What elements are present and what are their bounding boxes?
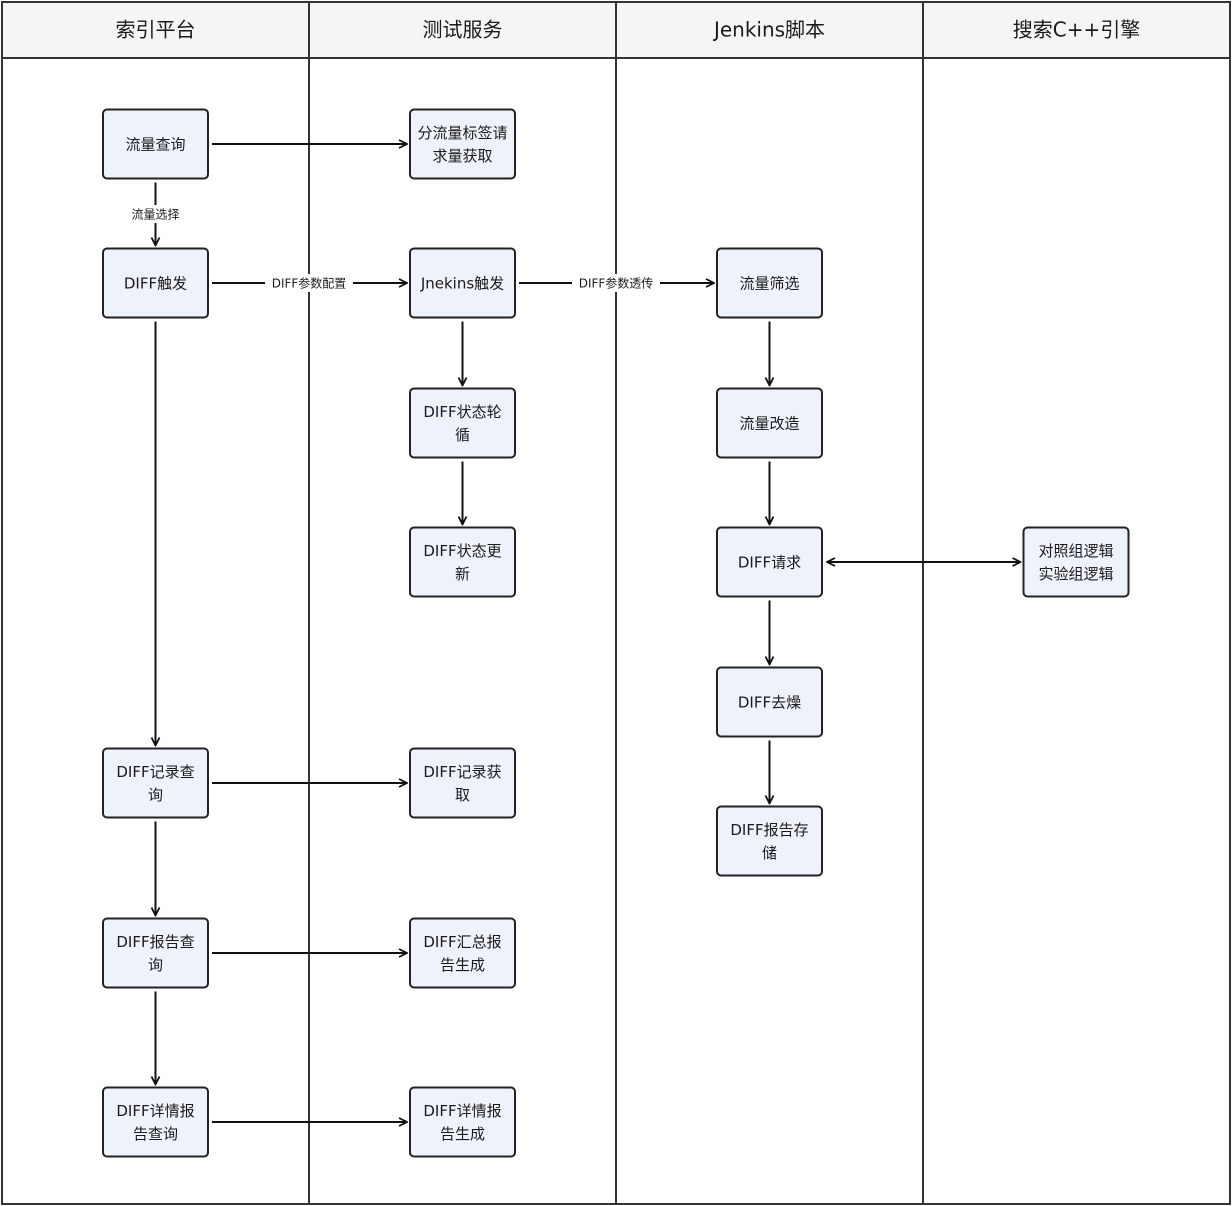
node-label: 流量查询 bbox=[125, 136, 185, 154]
node-label: 求量获取 bbox=[432, 147, 492, 165]
node-label: DIFF记录获 bbox=[423, 763, 501, 781]
edge-jnekins-trigger-to-traffic-filter: DIFF参数透传 bbox=[519, 274, 714, 292]
lane-title-jenkins: Jenkins脚本 bbox=[712, 18, 825, 42]
node-box bbox=[102, 1086, 209, 1158]
node-box bbox=[716, 247, 823, 319]
node-label: 对照组逻辑 bbox=[1038, 542, 1113, 560]
node-label: 取 bbox=[455, 786, 470, 804]
node-label: 新 bbox=[455, 565, 470, 583]
edge-label-bg bbox=[572, 274, 660, 292]
node-label: DIFF去燥 bbox=[738, 694, 801, 712]
edge-traffic-query-to-diff-trigger: 流量选择 bbox=[131, 182, 180, 246]
node-label: DIFF报告存 bbox=[730, 821, 808, 839]
node-box bbox=[409, 387, 516, 459]
node-label: 告生成 bbox=[440, 956, 485, 974]
node-label: 流量筛选 bbox=[739, 275, 799, 293]
node-box bbox=[102, 917, 209, 989]
node-box bbox=[409, 526, 516, 598]
lane-title-test: 测试服务 bbox=[423, 18, 503, 42]
node-box bbox=[409, 747, 516, 819]
edge-diff-trigger-to-jnekins-trigger: DIFF参数配置 bbox=[212, 274, 407, 292]
node-label: 询 bbox=[148, 786, 163, 804]
node-label: DIFF汇总报 bbox=[423, 933, 501, 951]
node-box bbox=[102, 108, 209, 180]
node-box bbox=[409, 108, 516, 180]
node-box bbox=[716, 526, 823, 598]
node-label: 储 bbox=[762, 844, 777, 862]
lane-title-index: 索引平台 bbox=[116, 18, 196, 42]
connectors: 流量选择 DIFF参数配置 DIFF参数透传 bbox=[131, 144, 1020, 1122]
node-label: 分流量标签请 bbox=[417, 124, 507, 142]
node-jnekins-trigger[interactable]: Jnekins触发 bbox=[409, 247, 516, 319]
process-nodes: 流量查询DIFF触发DIFF记录查询DIFF报告查询DIFF详情报告查询分流量标… bbox=[102, 108, 1130, 1158]
node-label: 实验组逻辑 bbox=[1038, 565, 1113, 583]
node-label: DIFF状态更 bbox=[423, 542, 501, 560]
node-label: DIFF详情报 bbox=[116, 1102, 194, 1120]
node-label: DIFF请求 bbox=[738, 554, 801, 572]
node-label: DIFF状态轮 bbox=[423, 403, 501, 421]
edge-label-bg bbox=[265, 274, 353, 292]
node-label: 循 bbox=[455, 426, 470, 444]
node-box bbox=[716, 805, 823, 877]
node-label: DIFF报告查 bbox=[116, 933, 194, 951]
node-box bbox=[409, 917, 516, 989]
edge-label-bg bbox=[132, 205, 179, 223]
node-label: 询 bbox=[148, 956, 163, 974]
node-box bbox=[409, 1086, 516, 1158]
node-label: DIFF触发 bbox=[124, 275, 187, 293]
node-traffic-query[interactable]: 流量查询 bbox=[102, 108, 209, 180]
node-diff-trigger[interactable]: DIFF触发 bbox=[102, 247, 209, 319]
node-diff-denoise[interactable]: DIFF去燥 bbox=[716, 666, 823, 738]
node-box bbox=[102, 247, 209, 319]
edge-label: DIFF参数透传 bbox=[579, 276, 654, 291]
node-label: 告生成 bbox=[440, 1125, 485, 1143]
edge-label: DIFF参数配置 bbox=[272, 276, 347, 291]
node-box bbox=[716, 666, 823, 738]
node-box bbox=[102, 747, 209, 819]
node-box bbox=[716, 387, 823, 459]
lane-title-engine: 搜索C++引擎 bbox=[1013, 18, 1140, 42]
node-box bbox=[409, 247, 516, 319]
node-box bbox=[1022, 526, 1130, 598]
node-label: DIFF记录查 bbox=[116, 763, 194, 781]
edge-label: 流量选择 bbox=[131, 208, 179, 222]
node-diff-request[interactable]: DIFF请求 bbox=[716, 526, 823, 598]
node-label: 告查询 bbox=[133, 1125, 178, 1143]
node-label: Jnekins触发 bbox=[420, 275, 504, 293]
node-traffic-rewrite[interactable]: 流量改造 bbox=[716, 387, 823, 459]
node-label: 流量改造 bbox=[739, 415, 799, 433]
node-label: DIFF详情报 bbox=[423, 1102, 501, 1120]
node-traffic-filter[interactable]: 流量筛选 bbox=[716, 247, 823, 319]
